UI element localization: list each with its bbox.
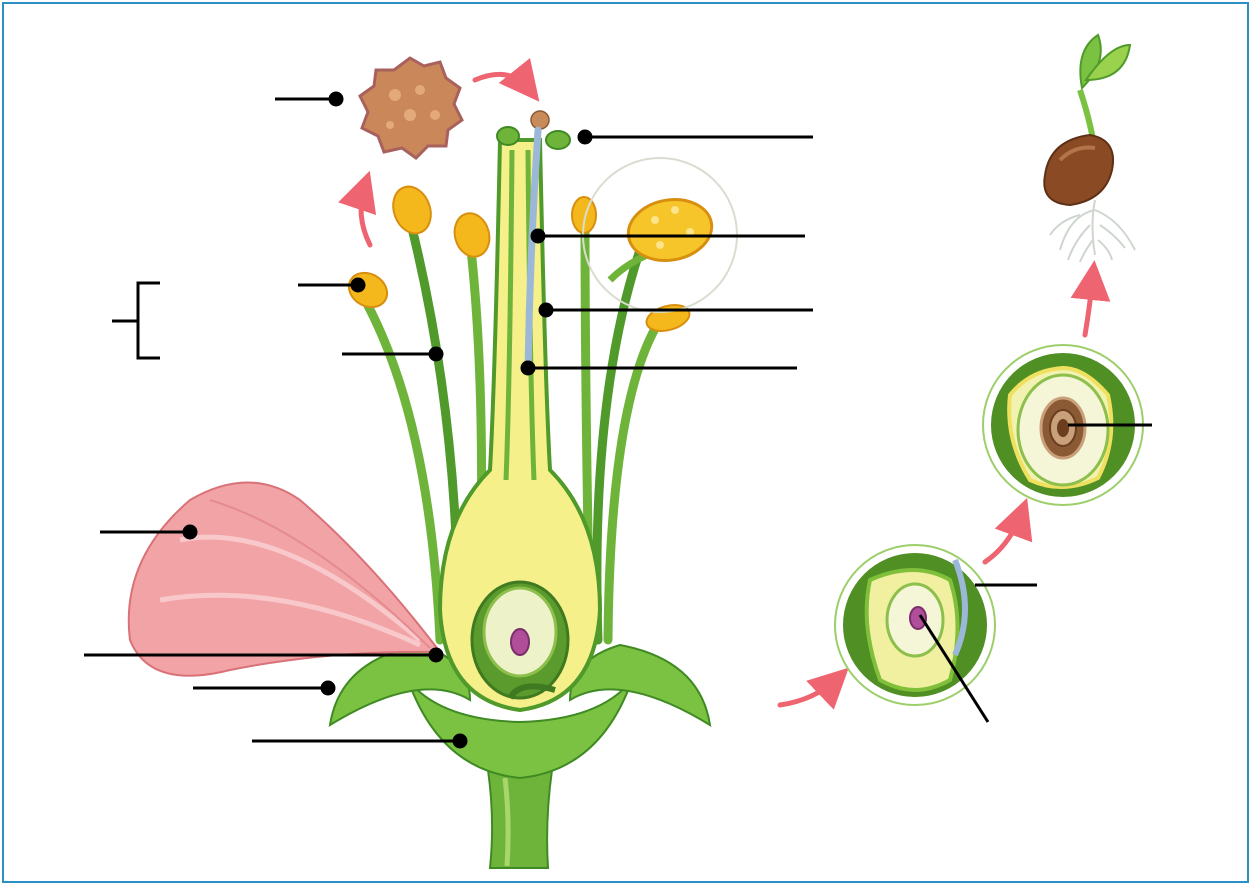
seedling-icon bbox=[1044, 35, 1135, 262]
ovule bbox=[472, 582, 568, 698]
stem bbox=[488, 770, 552, 868]
egg-cell-icon bbox=[511, 629, 529, 655]
stamen-bracket bbox=[112, 283, 160, 358]
ovule-icon bbox=[835, 545, 995, 705]
pollen-grain-icon bbox=[360, 58, 462, 158]
pollen-on-stigma-icon bbox=[531, 111, 549, 129]
petal bbox=[129, 483, 440, 676]
